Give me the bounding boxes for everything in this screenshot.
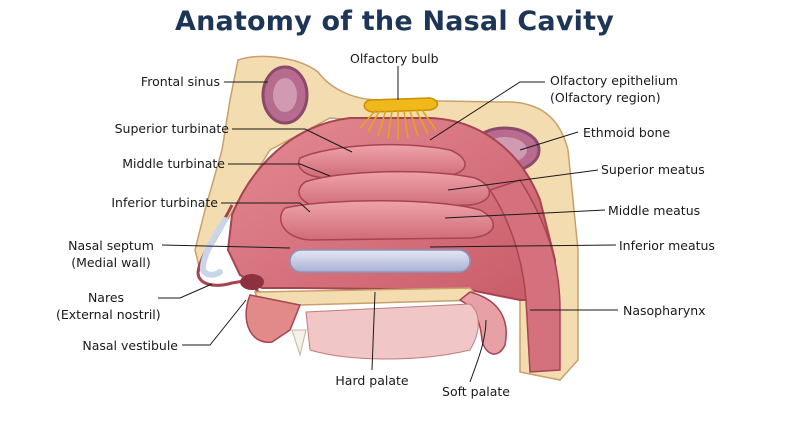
label-nares: Nares (External nostril) (56, 289, 161, 323)
label-superior-turbinate: Superior turbinate (114, 121, 229, 136)
nasopharynx-shape (488, 179, 561, 373)
label-middle-turbinate: Middle turbinate (122, 156, 225, 171)
upper-lip (245, 294, 302, 343)
label-frontal-sinus: Frontal sinus (140, 74, 220, 89)
label-nares-line1: Nares (87, 290, 125, 305)
olfactory-nerve-fibers (359, 109, 437, 140)
label-nasal-septum: Nasal septum (Medial wall) (62, 237, 160, 271)
label-olfactory-epithelium: Olfactory epithelium (Olfactory region) (550, 72, 678, 106)
label-nasal-septum-line2: (Medial wall) (71, 255, 151, 270)
olfactory-bulb-shape (363, 97, 439, 113)
page-title: Anatomy of the Nasal Cavity (174, 6, 615, 37)
nasal-septum-shape (289, 249, 471, 273)
inferior-turbinate-shape (280, 199, 495, 241)
label-ethmoid-bone: Ethmoid bone (583, 125, 671, 140)
superior-turbinate-shape (298, 143, 466, 179)
leader-lines (158, 66, 618, 383)
label-inferior-meatus: Inferior meatus (619, 238, 715, 253)
label-olfactory-epithelium-line1: Olfactory epithelium (550, 73, 678, 88)
label-inferior-turbinate: Inferior turbinate (111, 195, 218, 210)
label-superior-meatus: Superior meatus (601, 162, 705, 177)
nostril-shape (240, 274, 264, 290)
label-middle-meatus: Middle meatus (608, 203, 701, 218)
label-olfactory-bulb: Olfactory bulb (350, 51, 439, 66)
nasal-cartilage (199, 217, 228, 278)
label-soft-palate: Soft palate (442, 384, 510, 399)
tooth (291, 329, 307, 357)
label-nares-line2: (External nostril) (56, 307, 161, 322)
label-nasal-vestibule: Nasal vestibule (82, 338, 178, 353)
label-nasal-septum-line1: Nasal septum (68, 238, 154, 253)
label-nasopharynx: Nasopharynx (623, 303, 706, 318)
label-hard-palate: Hard palate (335, 373, 409, 388)
oral-cavity (305, 303, 479, 360)
label-olfactory-epithelium-line2: (Olfactory region) (550, 90, 661, 105)
middle-turbinate-shape (298, 170, 491, 209)
